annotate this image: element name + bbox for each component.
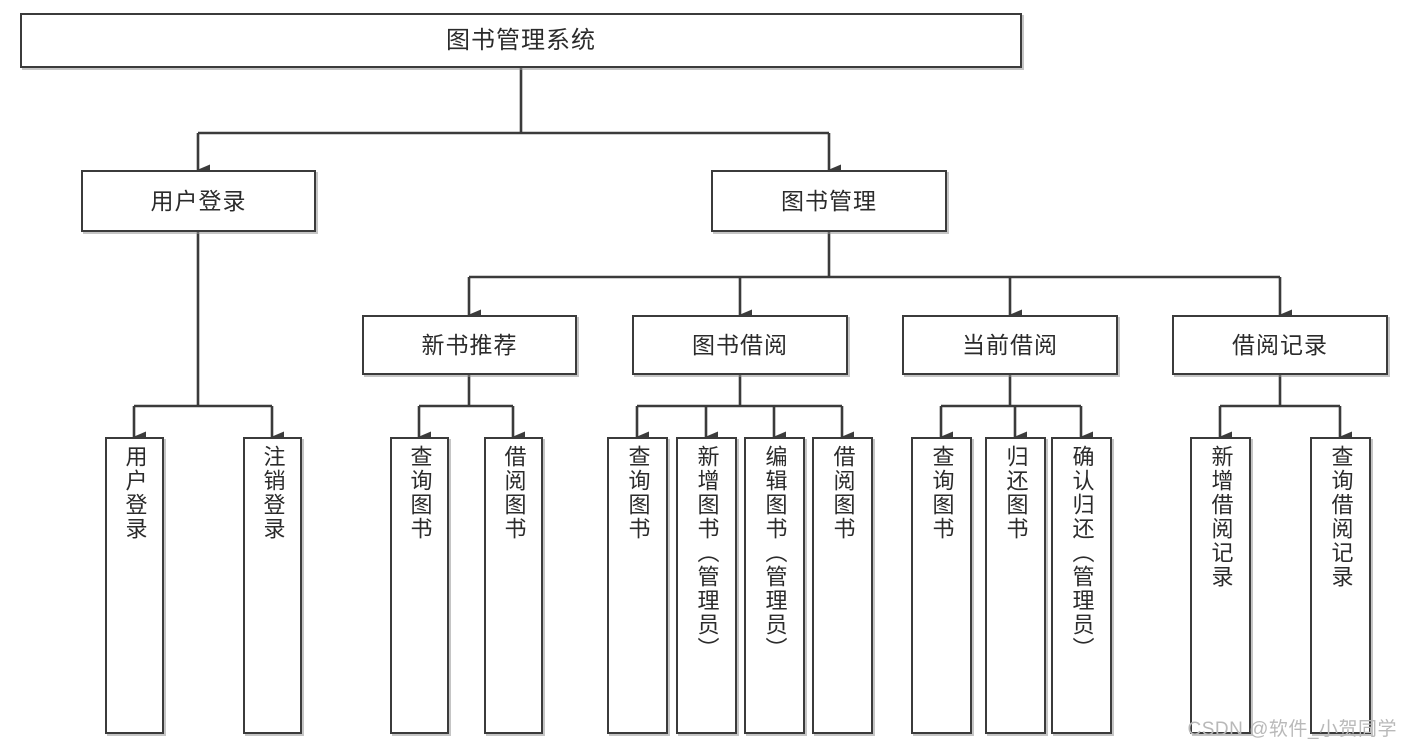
leaf-confirm-return[interactable]: 确认归还（管理员） — [1051, 437, 1112, 734]
leaf-query-record[interactable]: 查询借阅记录 — [1310, 437, 1371, 734]
leaf-query-book-rec[interactable]: 查询图书 — [390, 437, 449, 734]
leaf-add-record[interactable]: 新增借阅记录 — [1190, 437, 1251, 734]
leaf-add-book[interactable]: 新增图书（管理员） — [676, 437, 737, 734]
node-user-login-label: 用户登录 — [150, 187, 247, 214]
leaf-query-book-borrow[interactable]: 查询图书 — [607, 437, 668, 734]
leaf-return-book[interactable]: 归还图书 — [985, 437, 1046, 734]
leaf-query-book-rec-label: 查询图书 — [407, 445, 433, 541]
leaf-query-book-borrow-label: 查询图书 — [625, 445, 651, 541]
node-root[interactable]: 图书管理系统 — [20, 13, 1022, 68]
leaf-user-login-label: 用户登录 — [122, 445, 148, 541]
node-book-borrow-label: 图书借阅 — [692, 331, 788, 358]
node-root-label: 图书管理系统 — [446, 26, 596, 54]
leaf-edit-book[interactable]: 编辑图书（管理员） — [744, 437, 805, 734]
node-book-manage[interactable]: 图书管理 — [711, 170, 947, 232]
leaf-add-book-label: 新增图书（管理员） — [694, 445, 720, 661]
leaf-edit-book-label: 编辑图书（管理员） — [762, 445, 788, 661]
node-borrow-record[interactable]: 借阅记录 — [1172, 315, 1388, 375]
node-current-borrow-label: 当前借阅 — [962, 331, 1058, 358]
leaf-confirm-return-label: 确认归还（管理员） — [1069, 445, 1095, 661]
node-new-book-rec[interactable]: 新书推荐 — [362, 315, 577, 375]
leaf-borrow-book[interactable]: 借阅图书 — [812, 437, 873, 734]
leaf-borrow-book-rec-label: 借阅图书 — [501, 445, 527, 541]
leaf-logout[interactable]: 注销登录 — [243, 437, 302, 734]
node-book-borrow[interactable]: 图书借阅 — [632, 315, 848, 375]
leaf-add-record-label: 新增借阅记录 — [1208, 445, 1234, 589]
leaf-user-login[interactable]: 用户登录 — [105, 437, 164, 734]
leaf-query-record-label: 查询借阅记录 — [1328, 445, 1354, 589]
leaf-logout-label: 注销登录 — [260, 445, 286, 541]
leaf-borrow-book-rec[interactable]: 借阅图书 — [484, 437, 543, 734]
node-book-manage-label: 图书管理 — [781, 187, 877, 214]
leaf-query-book-cur[interactable]: 查询图书 — [911, 437, 972, 734]
leaf-return-book-label: 归还图书 — [1003, 445, 1029, 541]
leaf-borrow-book-label: 借阅图书 — [830, 445, 856, 541]
leaf-query-book-cur-label: 查询图书 — [929, 445, 955, 541]
node-borrow-record-label: 借阅记录 — [1232, 331, 1328, 358]
node-current-borrow[interactable]: 当前借阅 — [902, 315, 1118, 375]
node-new-book-rec-label: 新书推荐 — [421, 331, 518, 358]
node-user-login[interactable]: 用户登录 — [81, 170, 316, 232]
